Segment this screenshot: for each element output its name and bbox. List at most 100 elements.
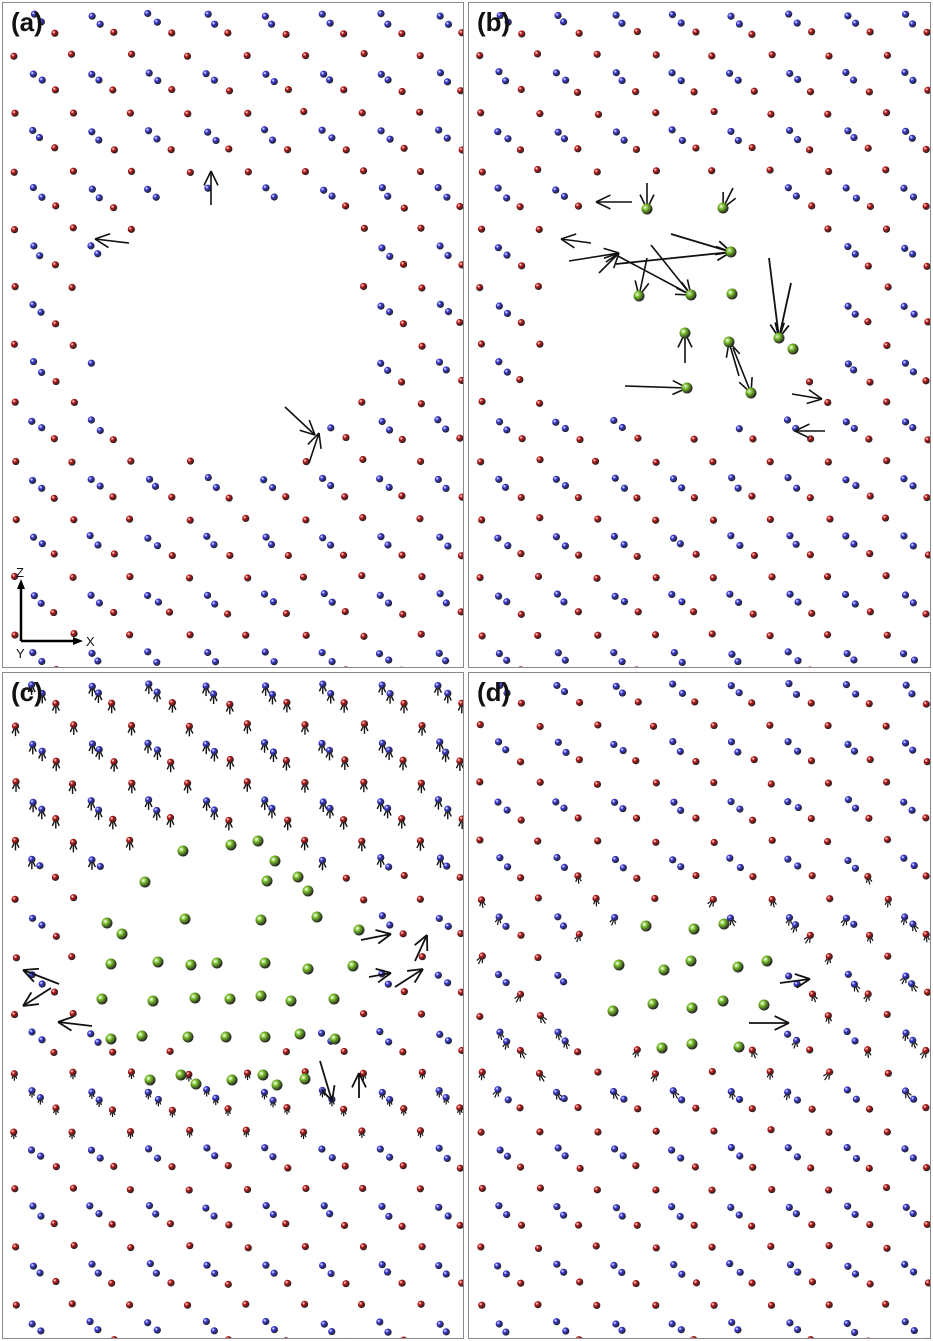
red-atom	[690, 88, 698, 96]
red-atom	[632, 757, 640, 765]
red-atom	[301, 168, 310, 176]
blue-atom	[318, 856, 327, 864]
blue-atom	[210, 690, 218, 698]
blue-atom	[94, 1038, 102, 1046]
blue-atom	[786, 1319, 794, 1327]
red-atom	[594, 1128, 602, 1136]
red-atom	[109, 436, 117, 444]
blue-atom	[734, 598, 743, 607]
red-atom	[168, 29, 176, 37]
blue-atom	[909, 542, 917, 550]
blue-atom	[786, 590, 794, 598]
red-atom	[458, 493, 463, 501]
blue-atom	[210, 1327, 218, 1335]
red-atom	[652, 51, 660, 59]
red-atom	[68, 1300, 76, 1308]
blue-atom	[850, 656, 858, 664]
panel-b: (b)	[468, 2, 931, 668]
blue-atom	[378, 1088, 386, 1097]
blue-atom	[902, 972, 910, 980]
blue-atom	[37, 599, 45, 607]
blue-atom	[792, 540, 800, 548]
blue-atom	[900, 532, 908, 540]
red-atom	[109, 493, 117, 501]
red-atom	[457, 87, 463, 95]
blue-atom	[726, 590, 734, 598]
red-atom	[224, 610, 232, 618]
blue-atom	[153, 688, 161, 696]
blue-atom	[561, 1037, 569, 1045]
red-atom	[416, 457, 425, 466]
blue-atom	[442, 366, 450, 374]
red-atom	[476, 284, 484, 292]
green-atom	[329, 1033, 341, 1045]
red-atom	[51, 873, 60, 881]
blue-atom	[910, 310, 918, 318]
blue-atom	[38, 747, 46, 755]
green-atom	[255, 990, 267, 1002]
red-atom	[110, 204, 118, 212]
red-atom	[340, 816, 348, 824]
blue-atom	[910, 656, 919, 664]
blue-atom	[383, 1268, 392, 1276]
blue-atom	[728, 650, 736, 658]
red-atom	[824, 779, 833, 787]
blue-atom	[384, 980, 392, 988]
red-atom	[359, 514, 367, 522]
red-atom	[282, 1220, 290, 1228]
red-atom	[632, 145, 641, 154]
red-atom	[68, 953, 76, 961]
red-atom	[69, 167, 78, 175]
blue-atom	[88, 12, 96, 20]
blue-atom	[908, 806, 916, 814]
blue-atom	[727, 1203, 735, 1212]
blue-atom	[87, 1146, 96, 1154]
blue-atom	[850, 366, 858, 374]
red-atom	[709, 516, 718, 524]
red-atom	[399, 260, 408, 268]
blue-atom	[434, 475, 442, 484]
blue-atom	[503, 806, 511, 814]
blue-atom	[384, 20, 392, 28]
red-atom	[925, 666, 929, 667]
red-atom	[924, 1279, 930, 1287]
red-atom	[866, 608, 875, 616]
blue-atom	[36, 862, 44, 870]
red-atom	[574, 145, 582, 153]
red-atom	[651, 631, 660, 639]
red-atom	[342, 874, 350, 882]
blue-atom	[96, 426, 104, 435]
blue-atom	[436, 533, 444, 541]
blue-atom	[612, 682, 620, 690]
blue-atom	[210, 747, 219, 756]
red-atom	[922, 1046, 930, 1055]
red-atom	[11, 631, 19, 639]
red-atom	[70, 1241, 78, 1250]
green-atom	[190, 1078, 202, 1090]
blue-atom	[385, 863, 393, 871]
blue-atom	[495, 1320, 503, 1328]
blue-atom	[386, 1095, 394, 1104]
blue-atom	[202, 797, 211, 805]
blue-atom	[435, 1261, 443, 1270]
blue-atom	[727, 532, 735, 540]
blue-atom	[151, 482, 160, 490]
blue-atom	[784, 1030, 792, 1038]
red-atom	[340, 1105, 348, 1113]
blue-atom	[94, 541, 102, 549]
red-atom	[400, 1336, 407, 1338]
panel-label-d: (d)	[477, 677, 511, 707]
blue-atom	[611, 855, 620, 864]
blue-atom	[843, 650, 851, 658]
red-atom	[652, 1186, 660, 1194]
blue-atom	[435, 1144, 443, 1152]
blue-atom	[435, 649, 443, 657]
green-atom	[787, 343, 799, 355]
blue-atom	[87, 797, 95, 805]
red-atom	[457, 929, 463, 938]
red-atom	[768, 1185, 776, 1194]
blue-atom	[496, 1028, 504, 1036]
blue-atom	[610, 798, 619, 806]
blue-atom	[502, 746, 510, 754]
blue-atom	[909, 193, 918, 201]
